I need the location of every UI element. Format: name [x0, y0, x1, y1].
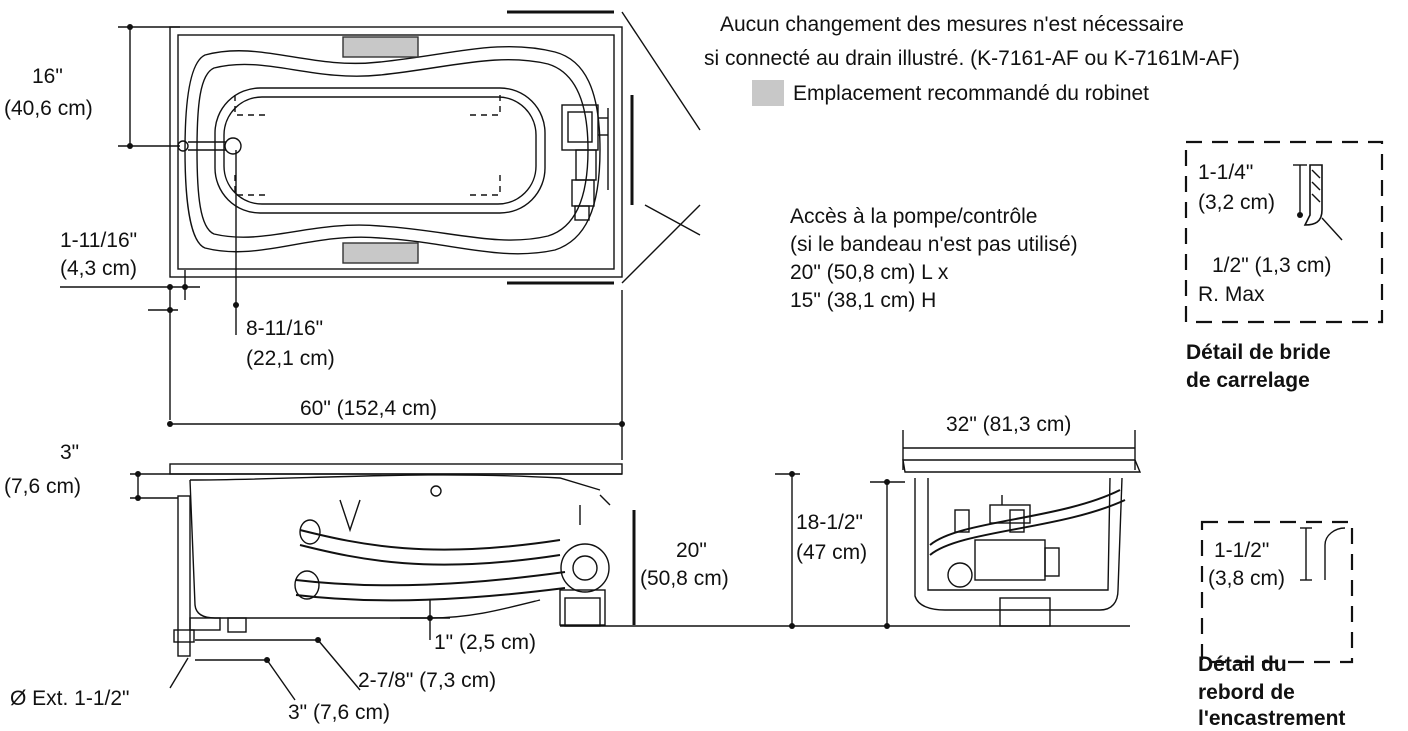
drain-diameter: Ø Ext. 1-1/2" [10, 687, 130, 710]
tile-flange-detail [1184, 140, 1384, 324]
access-line-2: (si le bandeau n'est pas utilisé) [790, 233, 1078, 256]
dim-20-cm: (50,8 cm) [640, 567, 729, 590]
dim-8-11-16-cm: (22,1 cm) [246, 347, 335, 370]
deck-rim-detail [1200, 520, 1354, 664]
faucet-area-legend: Emplacement recommandé du robinet [793, 82, 1150, 105]
note-line-1: Aucun changement des mesures n'est néces… [720, 13, 1184, 36]
tile-detail-cm: (3,2 cm) [1198, 191, 1276, 214]
rim-detail-cm: (3,8 cm) [1208, 567, 1286, 590]
dim-3b: 3" (7,6 cm) [288, 701, 390, 724]
tub-end-view [902, 430, 1142, 627]
access-line-3: 20" (50,8 cm) L x [790, 261, 949, 284]
dim-20-in: 20" [676, 539, 707, 562]
tile-detail-title-2: de carrelage [1186, 369, 1310, 392]
rim-detail-title-2: rebord de [1198, 681, 1295, 704]
faucet-area-swatch [752, 80, 784, 106]
dim-2-7-8: 2-7/8" (7,3 cm) [358, 669, 497, 692]
dim-18-in: 18-1/2" [796, 511, 863, 534]
dim-1: 1" (2,5 cm) [434, 631, 536, 654]
front-dimensions [130, 473, 905, 701]
dim-16-cm: (40,6 cm) [4, 97, 93, 120]
rim-detail-in: 1-1/2" [1214, 539, 1270, 562]
tile-detail-in: 1-1/4" [1198, 161, 1254, 184]
tile-detail-title-1: Détail de bride [1186, 341, 1331, 364]
dim-1-11-16-cm: (4,3 cm) [60, 257, 138, 280]
dim-3-in: 3" [60, 441, 80, 464]
dim-32: 32" (81,3 cm) [946, 413, 1072, 436]
dim-16-in: 16" [32, 65, 63, 88]
access-line-1: Accès à la pompe/contrôle [790, 205, 1038, 228]
tub-plan-view [169, 10, 701, 285]
dim-3-cm: (7,6 cm) [4, 475, 82, 498]
dim-8-11-16-in: 8-11/16" [246, 317, 324, 340]
tub-front-view [169, 463, 1130, 657]
tile-detail-radius: 1/2" (1,3 cm) [1212, 254, 1332, 277]
tile-detail-rmax: R. Max [1198, 283, 1265, 306]
rim-detail-title-1: Détail du [1198, 653, 1287, 676]
note-line-2: si connecté au drain illustré. (K-7161-A… [704, 47, 1240, 70]
access-line-4: 15" (38,1 cm) H [790, 289, 937, 312]
dim-1-11-16-in: 1-11/16" [60, 229, 138, 252]
dim-60: 60" (152,4 cm) [300, 397, 438, 420]
dim-18-cm: (47 cm) [796, 541, 868, 564]
rim-detail-title-3: l'encastrement [1198, 707, 1346, 730]
